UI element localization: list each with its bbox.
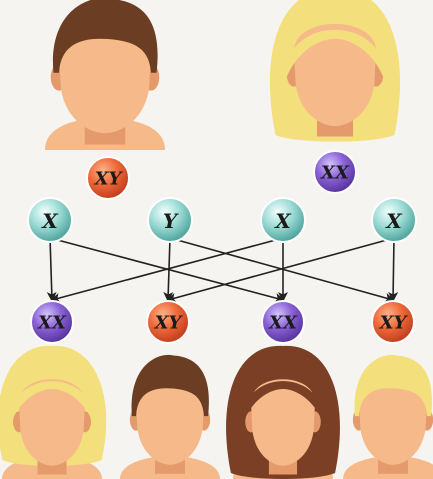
child-3-genotype-ball: XX [262, 301, 304, 343]
child-2-genotype-ball-label: XY [154, 313, 184, 334]
gamete-3-ball-label: X [273, 209, 292, 233]
gamete-1-ball-label: X [40, 209, 59, 233]
child-4-genotype-ball: XY [372, 301, 414, 343]
child-4-figure [343, 355, 433, 479]
inheritance-arrows [50, 238, 394, 300]
mother-genotype-ball-label: XX [320, 163, 350, 184]
gamete-3-ball: X [261, 198, 305, 242]
child-3-figure [226, 346, 340, 479]
child-2-figure [120, 355, 220, 479]
child-3-genotype-ball-label: XX [268, 313, 298, 334]
mother-figure [270, 0, 400, 142]
offspring-figures [0, 346, 433, 479]
child-1-genotype-ball: XX [31, 301, 73, 343]
child-1-genotype-ball-label: XX [37, 313, 67, 334]
mother-genotype-ball: XX [314, 151, 356, 193]
father-genotype-ball-label: XY [94, 169, 124, 190]
arrow-gamete-4-to-child-4 [393, 238, 394, 300]
gamete-2-ball-label: Y [163, 209, 179, 233]
arrow-gamete-1-to-child-1 [50, 238, 52, 300]
father-genotype-ball: XY [87, 157, 129, 199]
offspring-genotypes: XX XY XX XY [31, 301, 414, 343]
child-4-genotype-ball-label: XY [379, 313, 409, 334]
child-1-figure [0, 346, 106, 479]
parent-genotypes: XY XX [87, 151, 356, 199]
child-2-genotype-ball: XY [147, 301, 189, 343]
gamete-2-ball: Y [148, 198, 192, 242]
gamete-4-ball: X [372, 198, 416, 242]
gamete-4-ball-label: X [384, 209, 403, 233]
gamete-1-ball: X [28, 198, 72, 242]
father-figure [45, 0, 165, 150]
